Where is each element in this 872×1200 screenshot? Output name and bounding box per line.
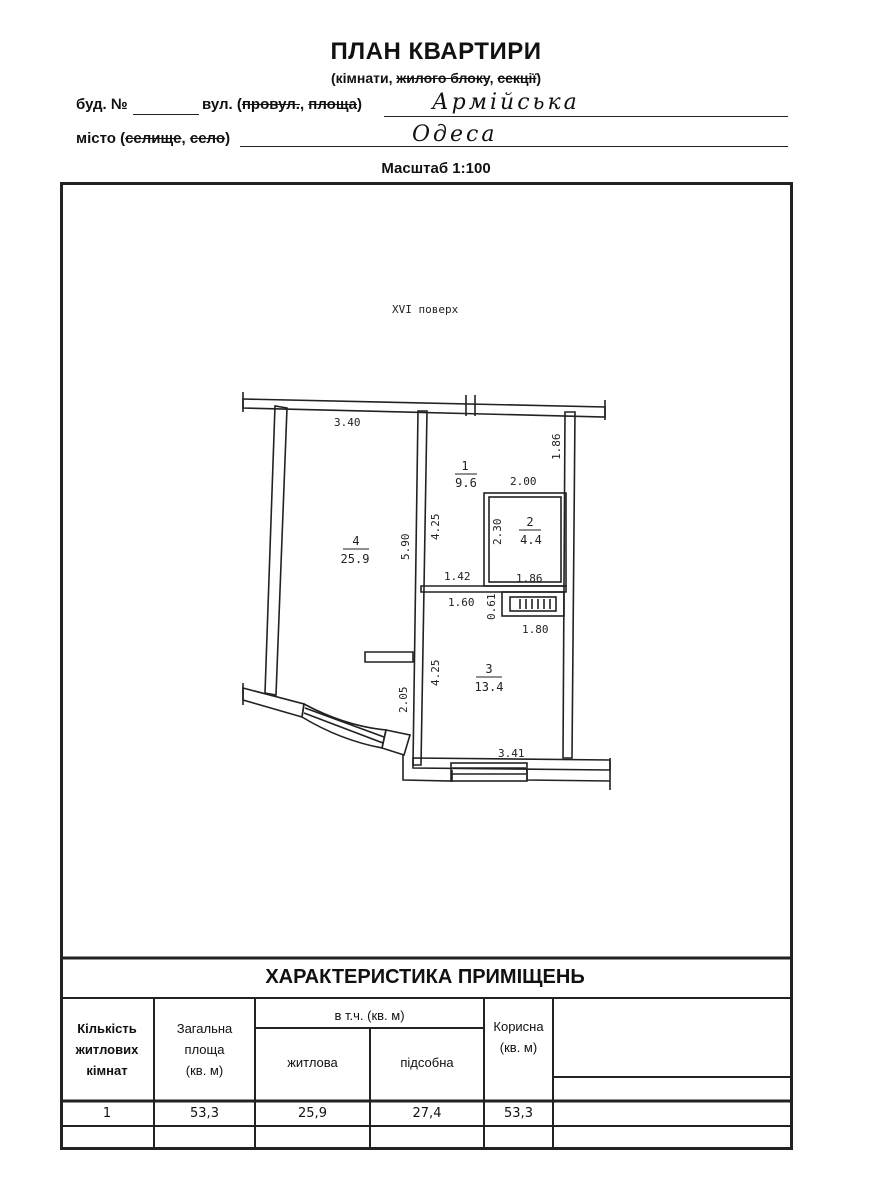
city-field <box>240 146 788 147</box>
room-4-number: 4 <box>352 534 359 548</box>
dim-1-86-horizontal: 1.86 <box>516 572 543 585</box>
dim-4-25-top: 4.25 <box>429 514 442 541</box>
street-label: вул. (провул., площа) <box>202 96 363 113</box>
dim-1-42: 1.42 <box>444 570 471 583</box>
floor-label: XVI поверх <box>392 303 459 316</box>
room-3-number: 3 <box>485 662 492 676</box>
dim-1-80: 1.80 <box>522 623 549 636</box>
city-label: місто (селище, село) <box>76 130 231 147</box>
room-2-number: 2 <box>526 515 533 529</box>
cell-useful-area: 53,3 <box>504 1106 533 1121</box>
dim-1-60: 1.60 <box>448 596 475 609</box>
dim-1-86-vertical: 1.86 <box>550 434 563 461</box>
col-header-total-area: Загальна площа (кв. м) <box>176 1021 233 1078</box>
page-subtitle: (кімнати, жилого блоку, секції) <box>330 70 542 86</box>
dim-3-40: 3.40 <box>334 416 361 429</box>
dim-4-25-bottom: 4.25 <box>429 660 442 687</box>
dim-3-41: 3.41 <box>498 747 525 760</box>
building-number-field <box>133 114 199 115</box>
col-header-living: житлова <box>287 1055 338 1070</box>
col-header-useful: Корисна (кв. м) <box>493 1019 544 1055</box>
dim-2-30: 2.30 <box>491 519 504 546</box>
dim-5-90: 5.90 <box>399 534 412 561</box>
subtitle-section: секції <box>497 70 537 86</box>
room-2-area: 4.4 <box>520 533 542 547</box>
subtitle-block: жилого блоку <box>396 70 490 86</box>
dim-2-00: 2.00 <box>510 475 537 488</box>
room-3-area: 13.4 <box>475 680 504 694</box>
dim-2-05: 2.05 <box>397 687 410 714</box>
street-value: Армійська <box>432 90 580 115</box>
city-value: Одеса <box>412 122 498 147</box>
table-heading: ХАРАКТЕРИСТИКА ПРИМІЩЕНЬ <box>265 966 585 988</box>
room-1-area: 9.6 <box>455 476 477 490</box>
room-4-area: 25.9 <box>341 552 370 566</box>
cell-auxiliary-area: 27,4 <box>412 1106 442 1121</box>
page-title: ПЛАН КВАРТИРИ <box>330 38 542 65</box>
col-header-auxiliary: підсобна <box>400 1055 454 1070</box>
room-1-number: 1 <box>461 459 468 473</box>
scale-label: Масштаб 1:100 <box>381 160 491 177</box>
dim-0-61: 0.61 <box>485 594 498 621</box>
cell-living-area: 25,9 <box>298 1106 327 1121</box>
street-field <box>384 116 788 117</box>
cell-total-area: 53,3 <box>190 1106 219 1121</box>
col-header-including: в т.ч. (кв. м) <box>334 1008 405 1023</box>
subtitle-rooms: кімнати <box>335 70 389 86</box>
plan-frame <box>60 182 793 1150</box>
building-label: буд. № <box>76 96 128 113</box>
col-header-rooms: Кількість житлових кімнат <box>75 1021 139 1078</box>
cell-rooms: 1 <box>102 1106 112 1121</box>
